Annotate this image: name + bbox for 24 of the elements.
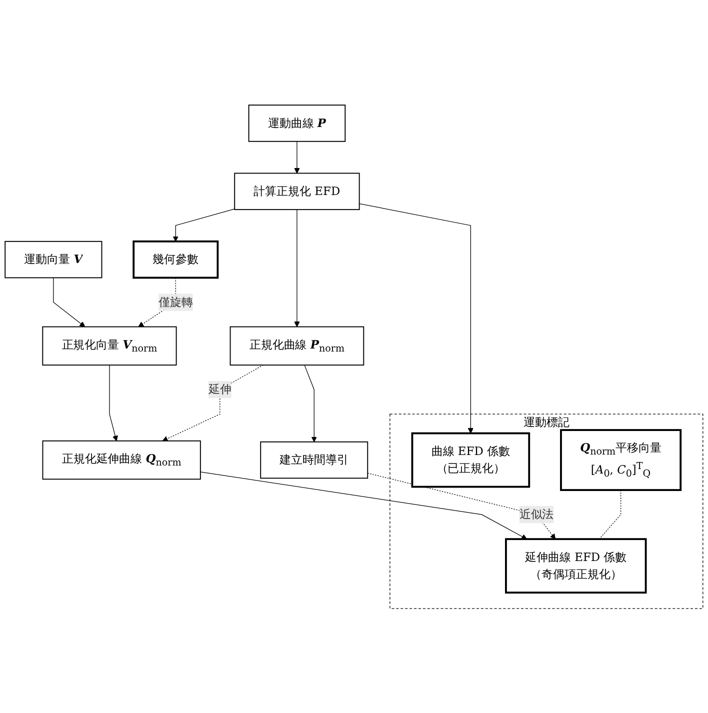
- node-box: 幾何參數: [132, 240, 219, 278]
- node-box: 正規化曲線 P$_{norm}$: [230, 326, 364, 366]
- arrow: [367, 472, 556, 540]
- edge-label: 延伸: [208, 382, 232, 396]
- arrow: [162, 364, 264, 441]
- node-box: 正規化向量 V$_{norm}$: [42, 326, 177, 366]
- arrow: [53, 277, 86, 327]
- node-box: 延伸曲線 EFD 係數 （奇偶項正規化）: [505, 538, 647, 594]
- node-box: 運動向量 V: [4, 240, 102, 278]
- arrow: [200, 471, 528, 540]
- node-box: 運動曲線 P: [248, 104, 346, 142]
- edge-label: 僅旋轉: [158, 295, 193, 309]
- arrow: [294, 208, 300, 327]
- edge-label: 近似法: [519, 508, 554, 521]
- arrow: [172, 208, 235, 242]
- arrow: [304, 364, 317, 442]
- node-box: 計算正規化 EFD: [234, 172, 360, 210]
- node-box: 曲線 EFD 係數 （已正規化）: [411, 432, 530, 488]
- arrow: [359, 203, 474, 434]
- node-box: 建立時間導引: [260, 441, 368, 478]
- arrow: [109, 364, 118, 441]
- node-box: 正規化延伸曲線 Q$_{norm}$: [42, 440, 201, 480]
- arrow: [294, 140, 300, 174]
- connector: [599, 489, 622, 540]
